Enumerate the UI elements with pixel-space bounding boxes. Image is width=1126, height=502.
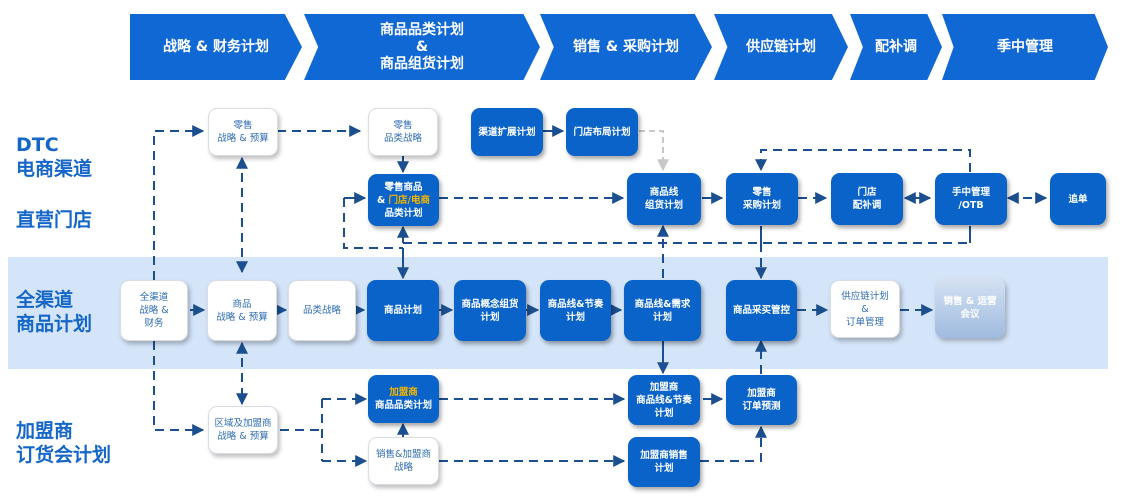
connector-otb-to-purchase-loop bbox=[755, 149, 971, 172]
header-step-category-assortment: 商品品类计划 & 商品组货计划 bbox=[304, 14, 540, 80]
highlight-store-ecommerce: 门店/电商 bbox=[388, 194, 431, 206]
lane-label-omni-channel: 全渠道 商品计划 bbox=[16, 289, 93, 335]
node-retail-product-category-plan[interactable]: 零售商品 & 门店/电商 品类计划 bbox=[368, 174, 439, 226]
node-franchise-line-rhythm-plan[interactable]: 加盟商商品线&节奏计划 bbox=[628, 375, 700, 425]
node-product-line-assortment-plan[interactable]: 商品线组货计划 bbox=[627, 173, 701, 225]
connector-omni-to-franchise bbox=[153, 341, 205, 436]
header-step-sales-purchase: 销售 & 采购计划 bbox=[540, 14, 712, 80]
node-omni-strategy-finance[interactable]: 全渠道战略 &财务 bbox=[120, 280, 188, 341]
node-in-season-otb[interactable]: 手中管理/OTB bbox=[935, 173, 1007, 225]
lane-label-dtc: DTC 电商渠道 bbox=[16, 134, 93, 180]
node-product-plan[interactable]: 商品计划 bbox=[367, 280, 439, 341]
header-step-supply-chain: 供应链计划 bbox=[714, 14, 848, 80]
node-sales-franchise-strategy[interactable]: 销售&加盟商战略 bbox=[368, 437, 439, 485]
node-concept-assortment-plan[interactable]: 商品概念组货计划 bbox=[454, 280, 526, 341]
node-product-strategy-budget[interactable]: 商品战略 & 预算 bbox=[207, 280, 277, 341]
lane-label-franchise: 加盟商 订货会计划 bbox=[16, 420, 112, 466]
node-buy-control[interactable]: 商品采买管控 bbox=[726, 280, 797, 341]
highlight-franchise: 加盟商 bbox=[389, 387, 418, 398]
node-franchise-sales-plan[interactable]: 加盟商销售计划 bbox=[628, 437, 700, 487]
header-step-replenishment: 配补调 bbox=[850, 14, 942, 80]
node-retail-strategy-budget[interactable]: 零售战略 & 预算 bbox=[208, 108, 278, 156]
node-store-replenishment[interactable]: 门店配补调 bbox=[831, 173, 903, 225]
node-line-rhythm-plan[interactable]: 商品线&节奏计划 bbox=[540, 280, 611, 341]
connector-loop-box bbox=[343, 198, 403, 249]
node-chase-order[interactable]: 追单 bbox=[1050, 173, 1106, 225]
connector-store-layout-to-assortment bbox=[639, 130, 669, 172]
connector-franchise-sales-to-forecast bbox=[700, 425, 767, 462]
header-step-in-season: 季中管理 bbox=[942, 14, 1108, 80]
node-store-layout-plan[interactable]: 门店布局计划 bbox=[566, 108, 638, 156]
node-retail-category-strategy[interactable]: 零售品类战略 bbox=[368, 108, 438, 156]
node-franchise-category-plan[interactable]: 加盟商商品品类计划 bbox=[368, 375, 439, 423]
node-retail-purchase-plan[interactable]: 零售采购计划 bbox=[726, 173, 798, 225]
node-sales-ops-meeting[interactable]: 销售 & 运营会议 bbox=[935, 278, 1005, 338]
node-channel-expansion-plan[interactable]: 渠道扩展计划 bbox=[471, 108, 543, 156]
node-supply-chain-order-mgmt[interactable]: 供应链计划&订单管理 bbox=[830, 280, 900, 338]
node-franchise-order-forecast[interactable]: 加盟商订单预测 bbox=[726, 375, 797, 425]
node-line-demand-plan[interactable]: 商品线&需求计划 bbox=[624, 280, 701, 341]
header-step-strategy-finance: 战略 & 财务计划 bbox=[130, 14, 302, 80]
node-category-strategy[interactable]: 品类战略 bbox=[288, 280, 356, 341]
lane-label-direct-stores: 直营门店 bbox=[16, 209, 93, 231]
connector-omni-to-retail bbox=[153, 125, 205, 280]
node-region-franchise-strategy[interactable]: 区域及加盟商战略 & 预算 bbox=[208, 406, 278, 454]
